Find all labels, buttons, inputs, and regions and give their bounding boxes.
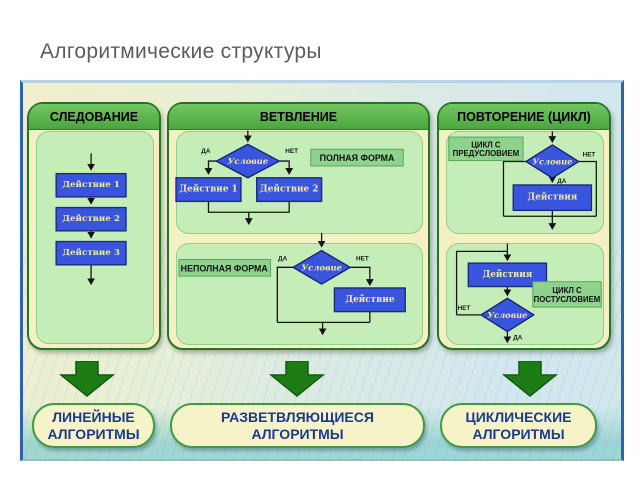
- full-form-condition-diamond: [214, 143, 281, 179]
- down-arrow-branching: [268, 361, 326, 397]
- partial-form-action-label: Действие: [345, 294, 395, 305]
- action-label-1: Действие 1: [62, 179, 120, 190]
- page-title: Алгоритмические структуры: [40, 40, 322, 63]
- postcondition-caption-line1: ЦИКЛ С: [552, 286, 582, 295]
- full-form-yes-label: ДА: [201, 148, 211, 155]
- postcondition-action-label: Действия: [482, 269, 532, 280]
- partial-form-condition-label: Условие: [301, 262, 341, 272]
- postcondition-no-label: НЕТ: [458, 305, 471, 312]
- precondition-yes-label: ДА: [557, 178, 567, 185]
- action-label-2: Действие 2: [62, 213, 120, 224]
- precondition-flow-lines: [502, 131, 597, 230]
- action-box-1: [55, 172, 127, 198]
- branching-flowchart: Условие ДА НЕТ Действие 1 Действие 2 ПОЛ…: [175, 130, 406, 336]
- partial-form-action-box: [333, 287, 406, 313]
- full-form-flow-lines: [204, 130, 294, 226]
- postcondition-flow-lines: [455, 243, 512, 344]
- result-cyclic-line1: ЦИКЛИЧЕСКИЕ: [465, 409, 572, 426]
- precondition-action-box: [512, 184, 593, 212]
- partial-form-caption-box: [178, 258, 271, 277]
- result-branching-algorithms: РАЗВЕТВЛЯЮЩИЕСЯ АЛГОРИТМЫ: [170, 403, 425, 448]
- precondition-action-label: Действия: [527, 192, 577, 203]
- full-form-caption: ПОЛНАЯ ФОРМА: [320, 153, 395, 163]
- postcondition-yes-label: ДА: [513, 334, 523, 341]
- postcondition-caption-line2: ПОСТУСЛОВИЕМ: [534, 295, 601, 304]
- postcondition-condition-diamond: [479, 297, 536, 333]
- partial-form-yes-label: ДА: [278, 255, 288, 262]
- postcondition-action-box: [467, 262, 548, 288]
- main-board: СЛЕДОВАНИЕ Действие 1 Действие 2 Действи…: [20, 80, 624, 461]
- action-label-3: Действие 3: [62, 247, 120, 258]
- result-linear-algorithms: ЛИНЕЙНЫЕ АЛГОРИТМЫ: [32, 403, 155, 448]
- full-form-condition-label: Условие: [228, 156, 268, 166]
- full-form-action-box-2: [255, 177, 323, 203]
- precondition-condition-label: Условие: [532, 157, 572, 167]
- result-cyclic-line2: АЛГОРИТМЫ: [472, 425, 565, 442]
- partial-form-caption: НЕПОЛНАЯ ФОРМА: [181, 263, 269, 273]
- full-form-no-label: НЕТ: [285, 148, 298, 155]
- down-arrow-sequence: [58, 361, 116, 397]
- partial-form-no-label: НЕТ: [356, 255, 369, 262]
- result-linear-line1: ЛИНЕЙНЫЕ: [52, 409, 135, 426]
- result-linear-line2: АЛГОРИТМЫ: [47, 425, 140, 442]
- panel-branching-header: ВЕТВЛЕНИЕ: [169, 104, 428, 130]
- result-cyclic-algorithms: ЦИКЛИЧЕСКИЕ АЛГОРИТМЫ: [440, 403, 597, 448]
- action-box-2: [55, 206, 127, 232]
- full-form-action-box-1: [175, 177, 242, 203]
- precondition-caption-line1: ЦИКЛ С: [471, 140, 501, 149]
- loop-flowchart: Условие НЕТ ДА Действия ЦИКЛ С ПРЕДУСЛОВ…: [448, 131, 602, 344]
- precondition-no-label: НЕТ: [583, 152, 596, 159]
- partial-form-flow-lines: [276, 232, 374, 336]
- panel-branching: ВЕТВЛЕНИЕ Условие ДА НЕТ Действие 1: [167, 102, 430, 350]
- result-branching-line2: АЛГОРИТМЫ: [251, 425, 344, 442]
- sequence-inner-panel: [36, 131, 154, 344]
- precondition-caption-line2: ПРЕДУСЛОВИЕМ: [453, 149, 519, 158]
- postcondition-condition-label: Условие: [487, 310, 527, 320]
- precondition-condition-diamond: [524, 144, 580, 179]
- full-form-action-label-2: Действие 2: [260, 184, 318, 195]
- action-box-3: [55, 240, 127, 266]
- panel-sequence-header: СЛЕДОВАНИЕ: [29, 104, 159, 130]
- postcondition-caption-box: [532, 281, 602, 308]
- sequence-flowchart: Действие 1 Действие 2 Действие 3: [55, 153, 127, 286]
- full-form-action-label-1: Действие 1: [179, 184, 237, 195]
- panel-loop-header: ПОВТОРЕНИЕ (ЦИКЛ): [439, 104, 609, 130]
- panel-loop: ПОВТОРЕНИЕ (ЦИКЛ) Условие НЕТ ДА: [437, 102, 611, 350]
- full-form-caption-box: [310, 148, 404, 167]
- result-branching-line1: РАЗВЕТВЛЯЮЩИЕСЯ: [221, 409, 374, 426]
- panel-sequence: СЛЕДОВАНИЕ Действие 1 Действие 2 Действи…: [27, 102, 161, 350]
- precondition-caption-box: [448, 136, 524, 162]
- down-arrow-loop: [501, 361, 559, 397]
- partial-form-condition-diamond: [291, 249, 352, 285]
